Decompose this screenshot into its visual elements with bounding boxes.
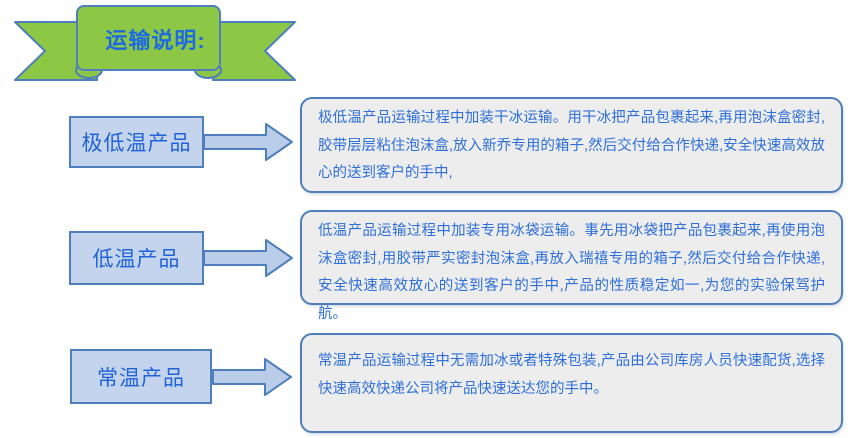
description-panel-ultra-low-temp: 极低温产品运输过程中加装干冰运输。用干冰把产品包裹起来,再用泡沫盒密封,胶带层层…	[300, 97, 843, 193]
right-arrow-icon	[203, 237, 295, 284]
description-text: 常温产品运输过程中无需加冰或者特殊包装,产品由公司库房人员快速配货,选择快速高效…	[318, 353, 825, 397]
right-arrow-icon	[203, 121, 295, 168]
label-box-ultra-low-temp: 极低温产品	[69, 116, 204, 168]
description-text: 低温产品运输过程中加装专用冰袋运输。事先用冰袋把产品包裹起来,再使用泡沫盒密封,…	[318, 223, 825, 322]
description-panel-low-temp: 低温产品运输过程中加装专用冰袋运输。事先用冰袋把产品包裹起来,再使用泡沫盒密封,…	[300, 210, 843, 322]
label-box-low-temp: 低温产品	[69, 231, 204, 285]
description-text: 极低温产品运输过程中加装干冰运输。用干冰把产品包裹起来,再用泡沫盒密封,胶带层层…	[318, 110, 825, 181]
description-panel-normal-temp: 常温产品运输过程中无需加冰或者特殊包装,产品由公司库房人员快速配货,选择快速高效…	[300, 333, 843, 433]
ribbon-banner-icon	[14, 5, 296, 81]
label-text: 极低温产品	[81, 132, 192, 155]
right-arrow-icon	[212, 356, 294, 403]
ribbon-banner: 运输说明:	[5, 0, 305, 90]
label-text: 常温产品	[97, 366, 185, 390]
banner-title: 运输说明:	[105, 28, 206, 53]
label-text: 低温产品	[92, 248, 181, 271]
label-box-normal-temp: 常温产品	[70, 349, 212, 404]
